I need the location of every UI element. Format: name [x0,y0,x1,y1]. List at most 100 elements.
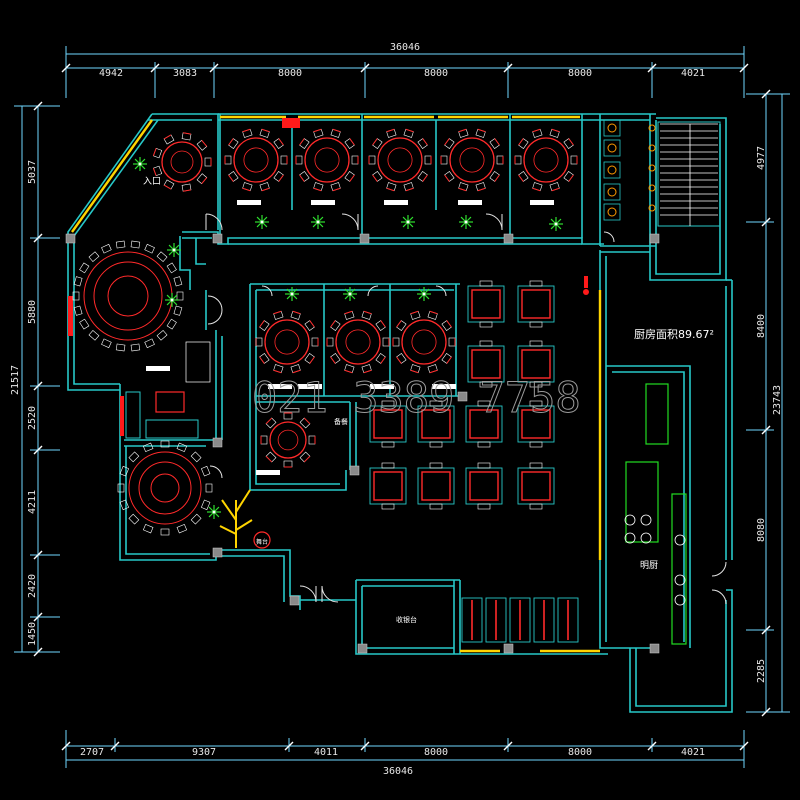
booth-seat [461,597,483,643]
room-tag [298,384,322,389]
round-table [514,128,578,192]
round-table [295,128,359,192]
square-table [369,400,407,448]
room-tag [268,384,292,389]
square-table [517,280,555,328]
square-table [517,340,555,388]
label-entrance: 入口 [143,176,161,187]
accent-red-marks [68,118,589,436]
round-table [326,310,390,374]
dim-bottom-segment: 4021 [681,747,705,758]
dim-top-total: 36046 [390,42,420,53]
dim-bottom-segment: 2707 [80,747,104,758]
dim-right-segment: 8400 [756,314,767,338]
room-tag [458,200,482,205]
label-stage: 舞台 [256,538,268,546]
dim-left-segment: 2520 [27,406,38,430]
dim-bottom-segment: 8000 [424,747,448,758]
label-bright-kitchen: 明厨 [640,560,658,571]
plant-icon [343,287,357,301]
plant-icon [167,243,181,257]
room-tag [237,200,261,205]
storage-shelves [603,119,656,221]
round-table [368,128,432,192]
room-tag [384,200,408,205]
room-tag [530,200,554,205]
dim-top-segment: 4942 [99,68,123,79]
square-table [465,462,503,510]
plant-icon [133,157,147,171]
round-table [392,310,456,374]
dim-top-segment: 3083 [173,68,197,79]
label-cashier: 收银台 [396,615,417,624]
plant-icon [401,215,415,229]
label-service: 备餐 [334,417,348,426]
round-table [260,412,316,468]
staircase [657,121,721,227]
doors [205,213,727,605]
room-tag [432,384,456,389]
booth-seat [485,597,507,643]
round-table [152,132,212,192]
furniture-layer [72,128,579,643]
dim-left-segment: 5880 [27,300,38,324]
dimension-ticks [33,63,771,751]
round-table [440,128,504,192]
dim-left-segment: 4211 [27,490,38,514]
dim-right-segment: 8080 [756,518,767,542]
dim-right-total: 23743 [772,385,783,415]
square-table [467,340,505,388]
room-tag [146,366,170,371]
plant-icon [417,287,431,301]
plant-icon [165,293,179,307]
tree-sculpture [219,489,271,549]
plant-icon [285,287,299,301]
room-tag [311,200,335,205]
square-table [465,400,503,448]
plant-icon [459,215,473,229]
booth-seat [509,597,531,643]
plant-icon [311,215,325,229]
plant-icon [549,217,563,231]
dim-left-total: 21517 [10,365,21,395]
misc-fixtures [125,119,687,645]
square-table [467,280,505,328]
dim-bottom-segment: 4011 [314,747,338,758]
plants-layer [133,157,563,519]
dim-bottom-total: 36046 [383,766,413,777]
dim-left-segment: 1450 [27,622,38,646]
sofa-group [125,341,211,439]
banquet-table [117,440,213,536]
banquet-table [72,240,184,352]
square-table [417,400,455,448]
dim-top-segment: 8000 [424,68,448,79]
watermark-phone: 021 3389 7758 [252,373,581,422]
dim-right-segment: 2285 [756,659,767,683]
kitchen-equipment [624,383,687,645]
dim-top-segment: 8000 [278,68,302,79]
booth-seat [557,597,579,643]
plant-icon [255,215,269,229]
label-kitchen-area: 厨房面积89.67² [634,328,714,341]
square-table [517,462,555,510]
dim-right-segment: 4977 [756,146,767,170]
structural-columns [65,233,660,654]
dim-top-segment: 8000 [568,68,592,79]
booth-seat [533,597,555,643]
square-table [517,400,555,448]
plant-icon [207,505,221,519]
dim-left-segment: 5037 [27,160,38,184]
dim-left-segment: 2420 [27,574,38,598]
dim-top-segment: 4021 [681,68,705,79]
square-table [369,462,407,510]
room-tag [256,470,280,475]
square-table [417,462,455,510]
room-tag [370,384,394,389]
dim-bottom-segment: 9307 [192,747,216,758]
round-table [224,128,288,192]
round-table [255,310,319,374]
window-glazing [71,115,602,653]
dim-bottom-segment: 8000 [568,747,592,758]
